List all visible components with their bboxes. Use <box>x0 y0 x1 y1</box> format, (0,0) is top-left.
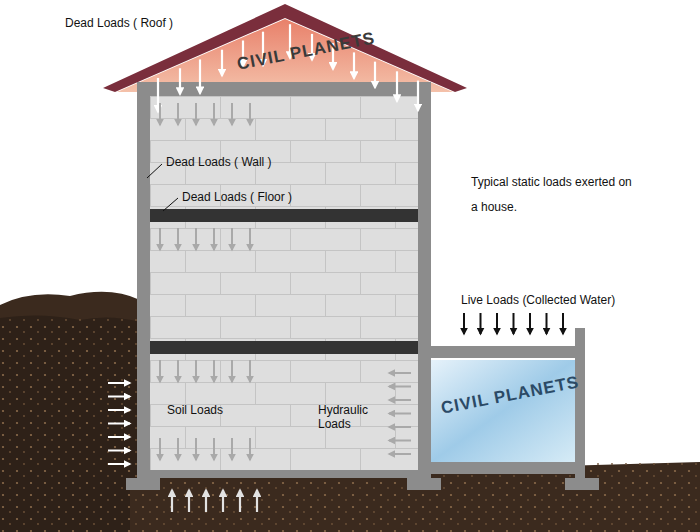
load-arrow <box>389 372 411 374</box>
load-arrow <box>188 490 190 512</box>
load-arrow <box>177 103 179 125</box>
load-arrow <box>157 78 159 112</box>
load-arrow <box>108 450 130 452</box>
load-arrow <box>417 81 419 111</box>
load-arrow <box>396 71 398 101</box>
load-arrow <box>389 440 411 442</box>
load-arrow <box>213 438 215 460</box>
load-arrow <box>513 313 515 334</box>
load-arrow <box>177 228 179 250</box>
load-arrow <box>199 59 201 93</box>
soil-load-label: Soil Loads <box>167 403 223 417</box>
leader-line <box>147 164 162 178</box>
load-arrow <box>195 103 197 125</box>
load-arrow <box>249 103 251 125</box>
load-arrow <box>108 436 130 438</box>
load-arrow <box>108 423 130 425</box>
load-arrow <box>171 490 173 512</box>
load-arrow <box>249 438 251 460</box>
load-arrow <box>389 399 411 401</box>
floor-slab <box>150 341 418 354</box>
load-arrow <box>179 68 181 94</box>
caption-note: Typical static loads exerted on a house. <box>471 170 639 220</box>
footing <box>407 478 441 490</box>
load-arrow <box>108 382 130 384</box>
tank-top <box>431 346 585 358</box>
tank-wall <box>575 328 585 478</box>
load-arrow <box>353 52 355 78</box>
floor-load-label: Dead Loads ( Floor ) <box>182 190 292 204</box>
load-arrow <box>195 360 197 382</box>
masonry-wall <box>150 96 418 478</box>
live-load-label: Live Loads (Collected Water) <box>461 293 615 307</box>
load-arrow <box>159 438 161 460</box>
load-arrow <box>213 103 215 125</box>
load-arrow <box>222 490 224 512</box>
load-arrow <box>546 313 548 334</box>
load-arrow <box>389 386 411 388</box>
load-arrow <box>231 228 233 250</box>
load-arrow <box>177 438 179 460</box>
load-arrow <box>249 228 251 250</box>
load-arrow <box>239 490 241 512</box>
load-arrow <box>374 62 376 88</box>
load-arrow <box>159 103 161 125</box>
load-arrow <box>249 360 251 382</box>
load-arrow <box>562 313 564 334</box>
load-arrow <box>231 438 233 460</box>
load-arrow <box>389 453 411 455</box>
load-arrow <box>389 413 411 415</box>
soil-ground <box>130 462 700 532</box>
hydraulic-load-label: Hydraulic Loads <box>318 403 380 431</box>
load-arrow <box>231 103 233 125</box>
wall-load-label: Dead Loads ( Wall ) <box>166 155 272 169</box>
load-arrow <box>195 438 197 460</box>
load-arrow <box>108 409 130 411</box>
leader-line <box>163 198 178 211</box>
basement-slab <box>150 470 418 478</box>
load-arrow <box>213 228 215 250</box>
left-wall <box>137 82 150 482</box>
floor-slab <box>150 209 418 222</box>
load-arrow <box>195 228 197 250</box>
load-arrow <box>108 463 130 465</box>
load-arrow <box>529 313 531 334</box>
load-arrow <box>213 360 215 382</box>
load-arrow <box>159 228 161 250</box>
right-wall <box>418 82 431 482</box>
load-arrow <box>256 490 258 512</box>
footing <box>126 478 160 490</box>
load-arrow <box>159 360 161 382</box>
soil-mound <box>0 292 140 532</box>
load-arrow <box>205 490 207 512</box>
load-arrow <box>221 50 223 76</box>
load-arrow <box>389 426 411 428</box>
tank-base <box>431 462 585 474</box>
roof-load-label: Dead Loads ( Roof ) <box>65 16 173 30</box>
load-arrow <box>480 313 482 334</box>
load-arrow <box>496 313 498 334</box>
load-arrow <box>231 360 233 382</box>
load-arrow <box>177 360 179 382</box>
load-arrow <box>463 313 465 334</box>
load-arrow <box>108 396 130 398</box>
